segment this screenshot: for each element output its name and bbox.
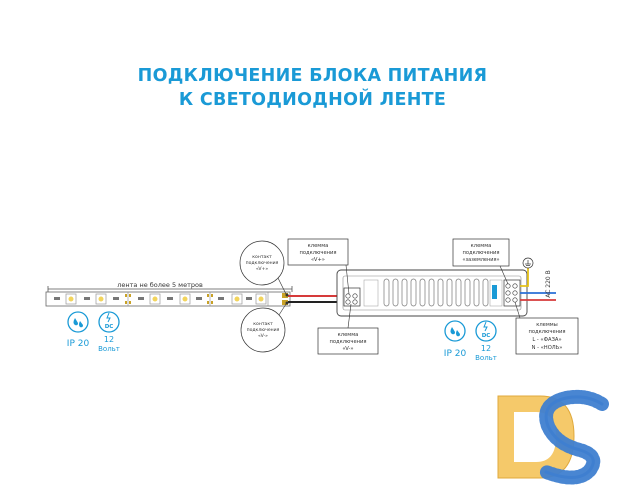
svg-text:«V-»: «V-» — [258, 333, 268, 339]
svg-text:L - «ФАЗА»: L - «ФАЗА» — [532, 337, 561, 343]
svg-text:контакт: контакт — [252, 255, 272, 260]
svg-text:контакт: контакт — [253, 322, 273, 327]
svg-text:клеммы: клеммы — [536, 322, 558, 328]
input-terminal-block — [503, 279, 521, 307]
wire-ground — [520, 268, 529, 287]
ac-wires — [520, 268, 556, 301]
water-drop-icon — [444, 320, 466, 342]
svg-text:«V-»: «V-» — [342, 346, 353, 352]
psu-ip-rating: IP 20 — [444, 320, 467, 359]
ground-icon — [522, 257, 534, 269]
ac-voltage-label: AC 220 В — [545, 270, 552, 298]
psu-voltage-value: 12 — [481, 344, 491, 353]
dc-icon — [475, 320, 497, 342]
power-supply — [336, 269, 528, 317]
psu-voltage: DC 12 Вольт — [475, 320, 497, 362]
strip-wires — [288, 295, 344, 303]
ds-logo — [497, 389, 609, 485]
strip-voltage: DC 12 Вольт — [98, 311, 120, 353]
svg-text:подключения: подключения — [299, 250, 336, 256]
psu-voltage-unit: Вольт — [475, 354, 497, 362]
psu-ip-label: IP 20 — [444, 349, 467, 359]
output-terminal-block — [343, 287, 361, 307]
dc-icon — [98, 311, 120, 333]
svg-text:«заземления»: «заземления» — [462, 257, 499, 263]
svg-text:DC: DC — [482, 333, 491, 339]
terminal-ground-callout: клемма подключения «заземления» — [452, 238, 510, 285]
terminals-ac-callout: клеммы подключения L - «ФАЗА» N - «НОЛЬ» — [514, 301, 579, 355]
strip-ip-rating: IP 20 — [67, 311, 90, 349]
strip-voltage-value: 12 — [104, 335, 114, 344]
diagram-title-line1: ПОДКЛЮЧЕНИЕ БЛОКА ПИТАНИЯ — [137, 66, 488, 86]
terminal-minus-callout: клемма подключения «V-» — [317, 303, 379, 355]
svg-text:клемма: клемма — [338, 332, 359, 338]
strip-voltage-unit: Вольт — [98, 345, 120, 353]
led-strip: лента не более 5 метров — [45, 281, 293, 307]
svg-text:«V+»: «V+» — [311, 257, 325, 263]
strip-length-label: лента не более 5 метров — [117, 281, 203, 289]
svg-text:клемма: клемма — [471, 243, 492, 249]
svg-text:подключения: подключения — [247, 328, 280, 333]
water-drop-icon — [67, 311, 89, 333]
strip-ip-label: IP 20 — [67, 339, 90, 349]
terminal-plus-callout: клемма подключения «V+» — [287, 238, 350, 295]
svg-text:N - «НОЛЬ»: N - «НОЛЬ» — [532, 345, 563, 351]
svg-text:DC: DC — [105, 324, 114, 330]
svg-text:подключения: подключения — [329, 339, 366, 345]
contact-plus-callout: контакт подключения «V+» — [239, 240, 289, 297]
svg-text:клемма: клемма — [308, 243, 329, 249]
svg-text:«V+»: «V+» — [256, 266, 269, 272]
svg-text:подключения: подключения — [528, 329, 565, 335]
contact-minus-callout: контакт подключения «V-» — [240, 301, 289, 353]
svg-text:подключения: подключения — [246, 261, 279, 266]
diagram-title-line2: К СВЕТОДИОДНОЙ ЛЕНТЕ — [178, 90, 447, 110]
svg-text:подключения: подключения — [462, 250, 499, 256]
